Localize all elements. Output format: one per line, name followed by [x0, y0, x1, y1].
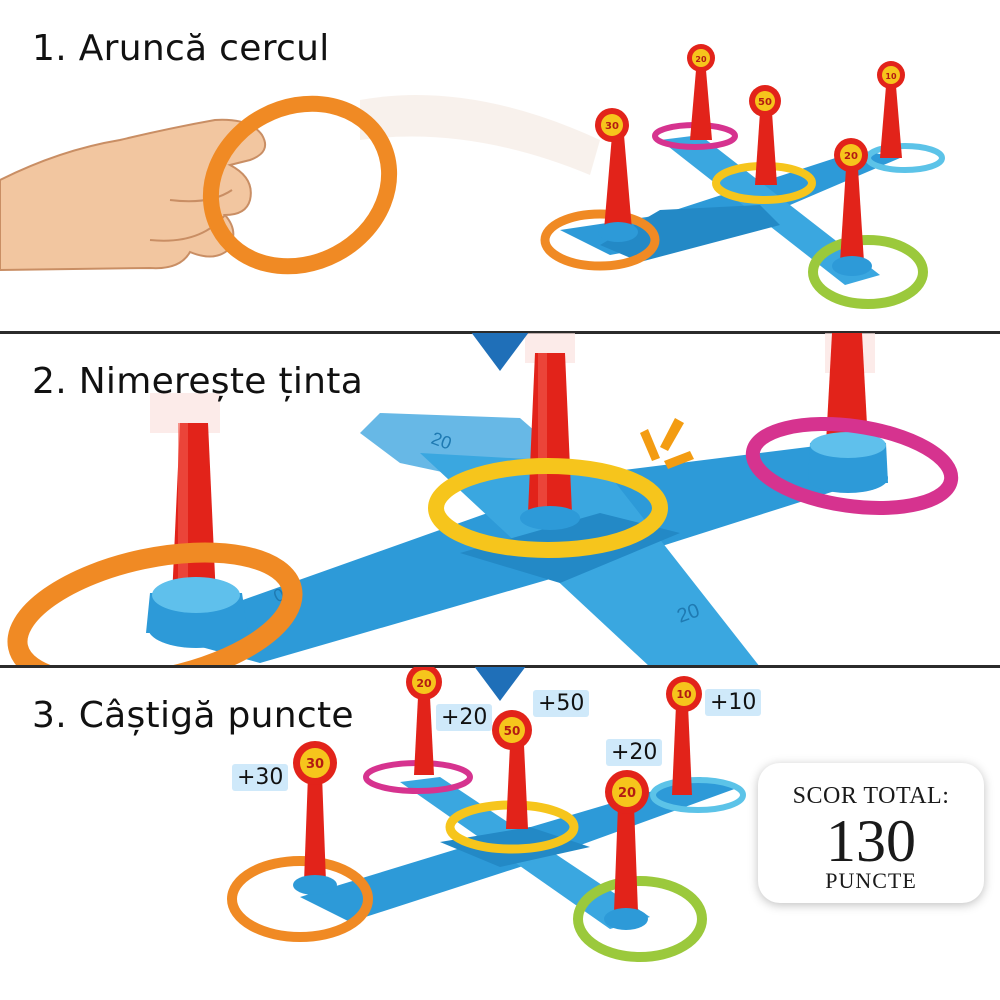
peg-20-back — [406, 667, 442, 775]
points-badge: +20 — [436, 704, 493, 731]
step-3-title: 3. Câștigă puncte — [32, 695, 354, 736]
peg-label: 30 — [605, 121, 619, 132]
peg-label: 20 — [416, 677, 432, 690]
down-arrow-icon — [474, 667, 526, 701]
ring-pink — [745, 417, 959, 515]
ring-orange — [7, 542, 303, 667]
peg-50 — [492, 710, 532, 829]
ring-lightblue — [650, 777, 746, 813]
peg-30 — [293, 741, 337, 895]
points-badge: +30 — [232, 764, 289, 791]
ring-yellow — [428, 458, 668, 558]
score-value: 130 — [826, 808, 916, 874]
points-badge: +10 — [705, 689, 762, 716]
peg-label: 10 — [676, 688, 692, 701]
impact-burst-icon — [640, 418, 694, 469]
peg-right — [808, 333, 888, 493]
peg-20-front — [604, 770, 649, 930]
peg-30 — [595, 108, 638, 242]
throw-scene: 30 20 50 10 20 — [0, 44, 945, 309]
ring-orange — [540, 209, 660, 271]
step-2-panel: 20 20 30 — [0, 333, 1000, 667]
down-arrow-icon — [471, 333, 529, 371]
ring-lightblue — [865, 143, 945, 173]
peg-label: 20 — [618, 786, 636, 801]
score-unit: PUNCTE — [825, 868, 917, 893]
peg-10 — [666, 676, 702, 795]
total-score-card: SCOR TOTAL: 130 PUNCTE — [758, 763, 984, 903]
step-1-title: 1. Aruncă cercul — [32, 28, 330, 69]
step-2-title: 2. Nimerește ținta — [32, 361, 364, 402]
peg-20-back — [687, 44, 715, 140]
peg-label: 20 — [695, 55, 707, 64]
ring-orange — [227, 856, 373, 942]
hit-scene: 20 20 30 — [7, 333, 959, 667]
peg-label: 30 — [306, 757, 324, 772]
peg-label: 10 — [885, 72, 897, 81]
peg-left — [146, 393, 248, 648]
peg-50 — [749, 85, 781, 185]
peg-label: 20 — [844, 151, 858, 162]
peg-label: 50 — [758, 97, 772, 108]
step-1-panel: 1. Aruncă cercul — [0, 0, 1000, 333]
score-label: SCOR TOTAL: — [792, 783, 950, 809]
peg-label: 50 — [504, 724, 521, 738]
ring-green — [573, 876, 707, 962]
thrown-ring — [202, 95, 398, 275]
hand-icon — [0, 118, 266, 272]
peg-10 — [877, 61, 905, 158]
points-badge: +50 — [533, 690, 590, 717]
step-3-panel: 3. Câștigă puncte — [0, 667, 1000, 1000]
motion-trail — [360, 95, 600, 175]
score-scene: 30 20 50 10 20 — [227, 667, 746, 962]
points-badge: +20 — [606, 739, 663, 766]
ring-green — [808, 235, 928, 309]
peg-20-front — [832, 138, 872, 276]
